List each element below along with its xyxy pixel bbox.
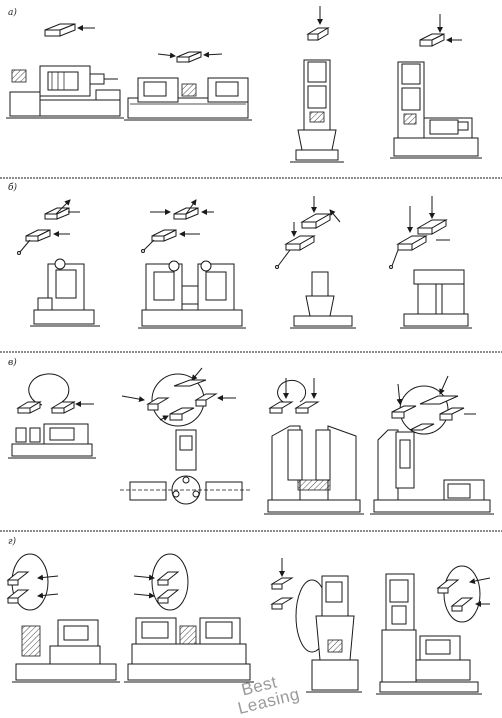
panel-b-vertical-single [275, 196, 356, 329]
panel-a-horizontal-double [124, 51, 252, 121]
panel-a-vertical-with-horizontal [390, 14, 482, 159]
panel-a-vertical-column [290, 6, 344, 163]
panel-b-vertical-with-column [389, 196, 472, 329]
panel-d-horizontal-rotary-double [124, 553, 254, 683]
section-dividers [0, 177, 502, 532]
panel-d-vertical-horizontal-rotary [376, 565, 491, 695]
panel-b-single-column [17, 199, 100, 327]
panel-c-vertical-double [264, 378, 364, 515]
panel-a-horizontal-single [6, 23, 124, 119]
panel-c-vertical-rotary [370, 375, 494, 515]
panel-d-horizontal-rotary-single [6, 553, 120, 683]
panel-d-vertical-rotary [270, 558, 362, 693]
panel-label-c: в) [8, 358, 17, 368]
panel-b-double-column [138, 199, 246, 329]
panel-label-a: a) [8, 8, 17, 18]
panel-c-rotary-multi-head [120, 367, 250, 505]
panel-label-d: г) [8, 537, 17, 547]
panel-c-rotary-horizontal [8, 373, 96, 459]
panel-label-b: б) [8, 183, 18, 193]
